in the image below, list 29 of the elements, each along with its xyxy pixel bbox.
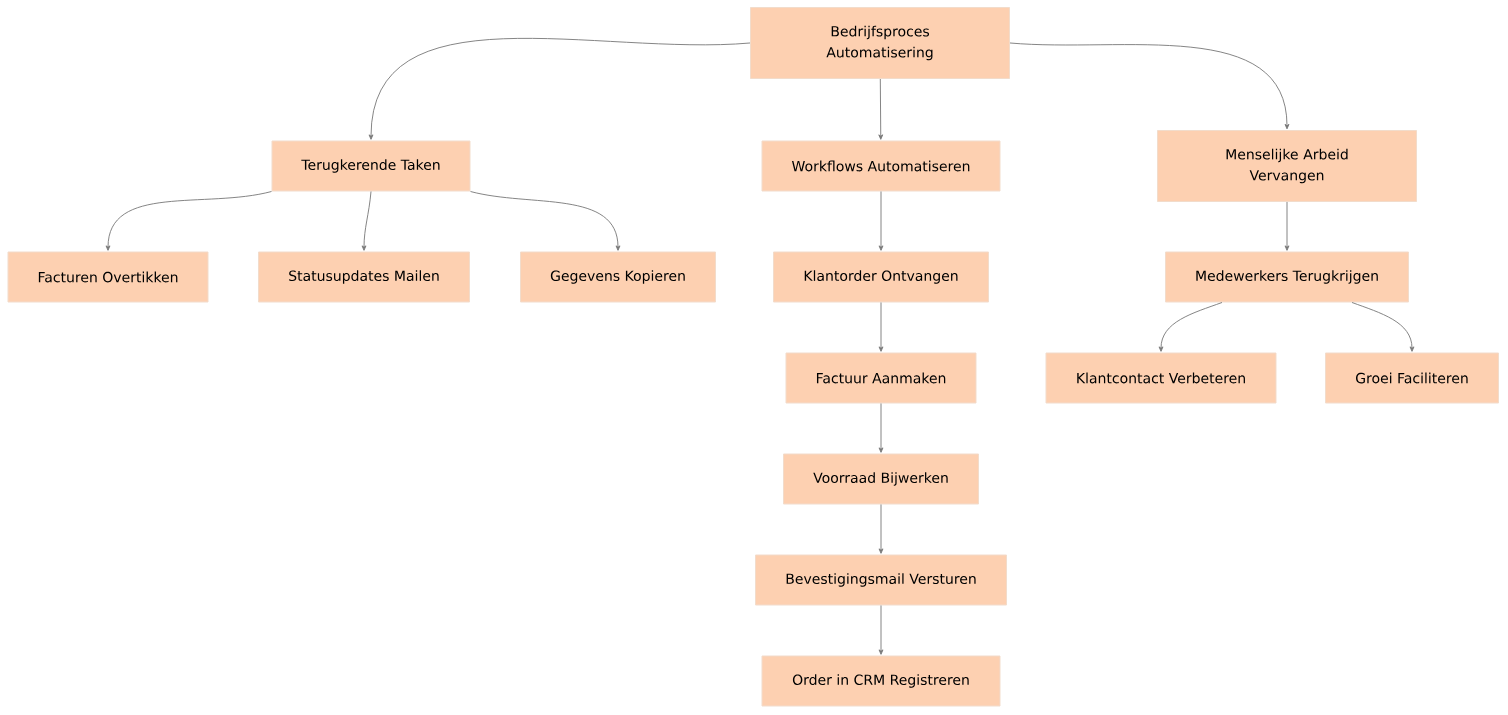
process-box: Klantcontact Verbeteren [1045, 352, 1277, 404]
arrow [470, 191, 621, 251]
arrow [878, 504, 884, 554]
process-box: Gegevens Kopieren [520, 251, 716, 303]
process-box: Groei Faciliteren [1325, 352, 1499, 404]
arrow [368, 38, 751, 140]
arrow [1351, 302, 1415, 352]
process-box: Menselijke Arbeid Vervangen [1157, 130, 1417, 202]
process-box: Order in CRM Registreren [761, 655, 1001, 707]
process-box: Voorraad Bijwerken [783, 453, 979, 505]
arrow [1284, 201, 1290, 251]
process-box: Bedrijfsproces Automatisering [750, 7, 1010, 79]
process-box: Factuur Aanmaken [785, 352, 977, 404]
arrow [878, 191, 884, 251]
arrow [361, 191, 372, 251]
process-box: Terugkerende Taken [271, 140, 471, 192]
process-box: Facturen Overtikken [7, 251, 209, 303]
arrow [878, 302, 884, 352]
arrow [878, 605, 884, 655]
arrow [1009, 42, 1290, 130]
arrow [878, 403, 884, 453]
arrow [1158, 302, 1223, 352]
process-box: Medewerkers Terugkrijgen [1165, 251, 1409, 303]
process-box: Statusupdates Mailen [258, 251, 470, 303]
arrow [105, 191, 272, 251]
process-box: Klantorder Ontvangen [773, 251, 989, 303]
process-box: Bevestigingsmail Versturen [755, 554, 1007, 606]
process-box: Workflows Automatiseren [761, 140, 1001, 192]
arrow [878, 78, 884, 140]
